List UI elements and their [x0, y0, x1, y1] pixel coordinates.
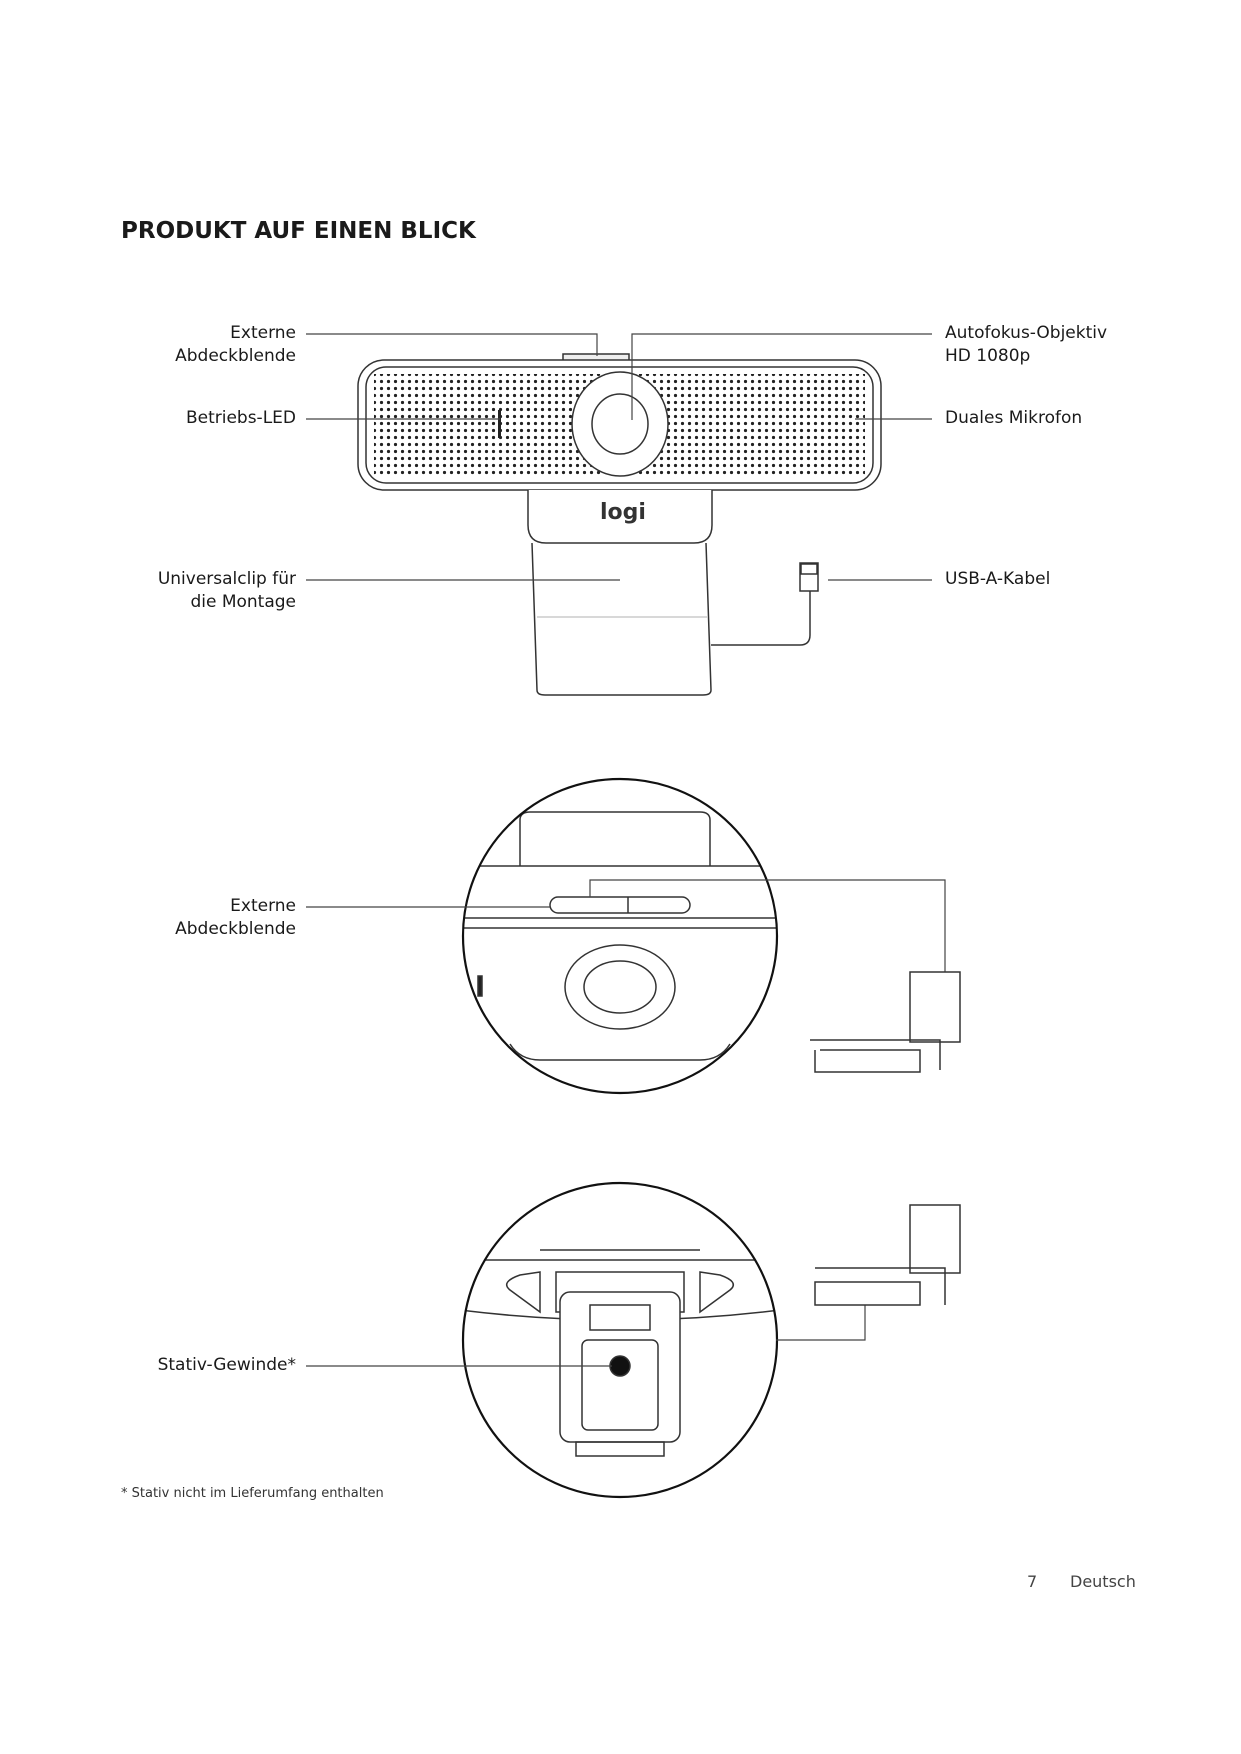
label-line: Abdeckblende	[175, 346, 296, 366]
footnote: * Stativ nicht im Lieferumfang enthalten	[121, 1486, 384, 1501]
label-power-led: Betriebs-LED	[36, 407, 296, 430]
label-universal-clip: Universalclip für die Montage	[36, 568, 296, 614]
label-line: USB-A-Kabel	[945, 569, 1051, 589]
label-line: Stativ-Gewinde*	[157, 1355, 296, 1375]
label-external-shutter: Externe Abdeckblende	[36, 322, 296, 368]
webcam-front-view	[306, 333, 932, 696]
label-line: HD 1080p	[945, 346, 1031, 366]
tripod-thread-detail-view	[306, 1181, 961, 1499]
language-label: Deutsch	[1070, 1572, 1136, 1591]
label-line: die Montage	[190, 592, 296, 612]
label-line: Universalclip für	[157, 569, 296, 589]
label-dual-microphone: Duales Mikrofon	[945, 407, 1082, 430]
label-line: Duales Mikrofon	[945, 408, 1083, 428]
shutter-detail-view	[306, 777, 961, 1095]
label-line: Abdeckblende	[175, 919, 296, 939]
page-number: 7	[1027, 1572, 1038, 1591]
label-line: Externe	[230, 323, 296, 343]
page-title: PRODUKT AUF EINEN BLICK	[121, 218, 476, 244]
label-line: Externe	[230, 896, 296, 916]
logi-logo: logi	[600, 500, 646, 525]
label-external-shutter-detail: Externe Abdeckblende	[36, 895, 296, 941]
label-line: Autofokus-Objektiv	[945, 323, 1108, 343]
label-autofocus-lens: Autofokus-Objektiv HD 1080p	[945, 322, 1107, 368]
label-line: Betriebs-LED	[185, 408, 296, 428]
label-usb-cable: USB-A-Kabel	[945, 568, 1050, 591]
label-tripod-thread: Stativ-Gewinde*	[36, 1354, 296, 1377]
